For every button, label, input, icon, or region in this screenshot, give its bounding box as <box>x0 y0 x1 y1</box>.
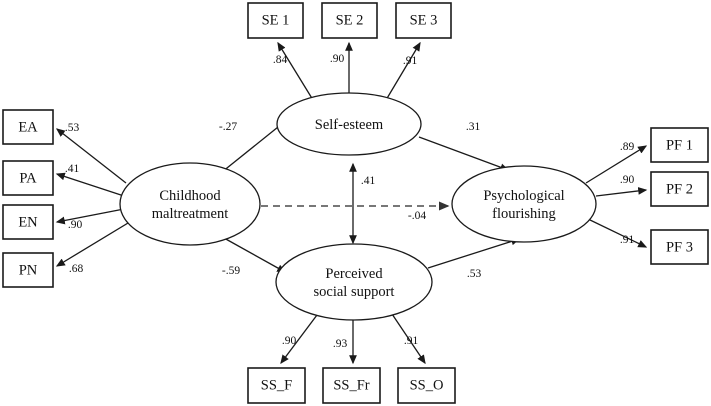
coef-label-se-se2: .90 <box>330 53 345 65</box>
latent-node-psychological-flourishing[interactable]: Psychological flourishing <box>451 165 597 243</box>
coef-label-cm-pss: -.59 <box>222 265 240 277</box>
indicator-box-ea[interactable]: EA <box>2 109 54 145</box>
coef-label-cm-pf-direct: -.04 <box>408 210 426 222</box>
latent-label-se-line1: Self-esteem <box>315 117 384 133</box>
indicator-box-se3[interactable]: SE 3 <box>395 2 452 39</box>
loading-arrow-pf-pf2 <box>595 187 648 197</box>
indicator-label-ea: EA <box>18 119 38 135</box>
coef-label-pf-pf2: .90 <box>620 174 635 186</box>
indicator-box-pn[interactable]: PN <box>2 252 54 288</box>
indicator-label-pn: PN <box>19 262 38 278</box>
coef-label-se-se1: .84 <box>273 54 288 66</box>
latent-label-cm-line2: maltreatment <box>152 206 229 222</box>
indicator-label-sso: SS_O <box>410 377 444 393</box>
coef-label-pss-ssfr: .93 <box>333 338 348 350</box>
coef-label-pss-ssf: .90 <box>282 335 297 347</box>
indicator-box-pf1[interactable]: PF 1 <box>650 127 709 163</box>
indicator-label-en: EN <box>18 214 38 230</box>
indicator-label-se3: SE 3 <box>410 12 438 28</box>
latent-label-pss-line1: Perceived <box>325 266 383 282</box>
indicator-box-pa[interactable]: PA <box>2 160 54 196</box>
indicator-box-sso[interactable]: SS_O <box>397 367 456 404</box>
loading-arrow-pss-sso <box>389 310 426 365</box>
loading-arrow-cm-pn <box>55 222 129 267</box>
loading-arrow-cm-ea <box>55 128 127 184</box>
indicator-label-se2: SE 2 <box>336 12 364 28</box>
indicator-box-ssf[interactable]: SS_F <box>247 367 306 404</box>
coef-label-pf-pf3: .91 <box>620 234 635 246</box>
indicator-label-pf1: PF 1 <box>666 137 693 153</box>
indicator-label-ssfr: SS_Fr <box>333 377 369 393</box>
loading-arrow-se-se1 <box>277 41 314 101</box>
coef-label-pss-sso: .91 <box>404 335 419 347</box>
latent-label-pf-line1: Psychological <box>483 188 564 204</box>
loading-arrow-pf-pf1 <box>585 145 648 184</box>
indicator-label-pf2: PF 2 <box>666 181 693 197</box>
coef-label-cm-pa: .41 <box>65 163 80 175</box>
indicator-label-pa: PA <box>19 170 37 186</box>
loading-arrow-cm-pa <box>55 172 125 197</box>
latent-node-self-esteem[interactable]: Self-esteem <box>276 92 422 156</box>
indicator-box-en[interactable]: EN <box>2 204 54 240</box>
loading-arrow-pf-pf3 <box>587 218 648 248</box>
latent-label-pss-line2: social support <box>314 284 395 300</box>
coef-label-cm-ea: .53 <box>65 122 80 134</box>
indicator-box-se1[interactable]: SE 1 <box>247 2 304 39</box>
structural-path-pss-pf <box>427 237 521 269</box>
loading-arrow-pss-ssf <box>280 310 321 365</box>
structural-path-se-pf <box>418 136 510 171</box>
latent-label-pf-line2: flourishing <box>492 206 556 222</box>
latent-node-childhood-maltreatment[interactable]: Childhood maltreatment <box>119 162 261 246</box>
coef-label-cm-en: .90 <box>68 219 83 231</box>
indicator-label-ssf: SS_F <box>261 377 292 393</box>
indicator-label-pf3: PF 3 <box>666 239 693 255</box>
indicator-box-se2[interactable]: SE 2 <box>321 2 378 39</box>
coef-label-se-se3: .91 <box>403 55 418 67</box>
latent-label-cm-line1: Childhood <box>159 188 221 204</box>
indicator-box-ssfr[interactable]: SS_Fr <box>322 367 381 404</box>
coef-label-cm-pn: .68 <box>69 263 84 275</box>
coef-label-se-pss-correlation: .41 <box>361 175 376 187</box>
latent-node-perceived-social-support[interactable]: Perceived social support <box>275 243 433 321</box>
loading-arrow-se-se3 <box>385 41 421 101</box>
indicator-box-pf2[interactable]: PF 2 <box>650 171 709 207</box>
loading-arrow-cm-en <box>55 208 125 225</box>
coef-label-pf-pf1: .89 <box>620 141 635 153</box>
coef-label-se-pf: .31 <box>466 121 481 133</box>
structural-path-cm-pss <box>223 237 287 273</box>
indicator-box-pf3[interactable]: PF 3 <box>650 229 709 265</box>
indicator-label-se1: SE 1 <box>262 12 290 28</box>
coef-label-pss-pf: .53 <box>467 268 482 280</box>
coef-label-cm-se: -.27 <box>219 121 237 133</box>
